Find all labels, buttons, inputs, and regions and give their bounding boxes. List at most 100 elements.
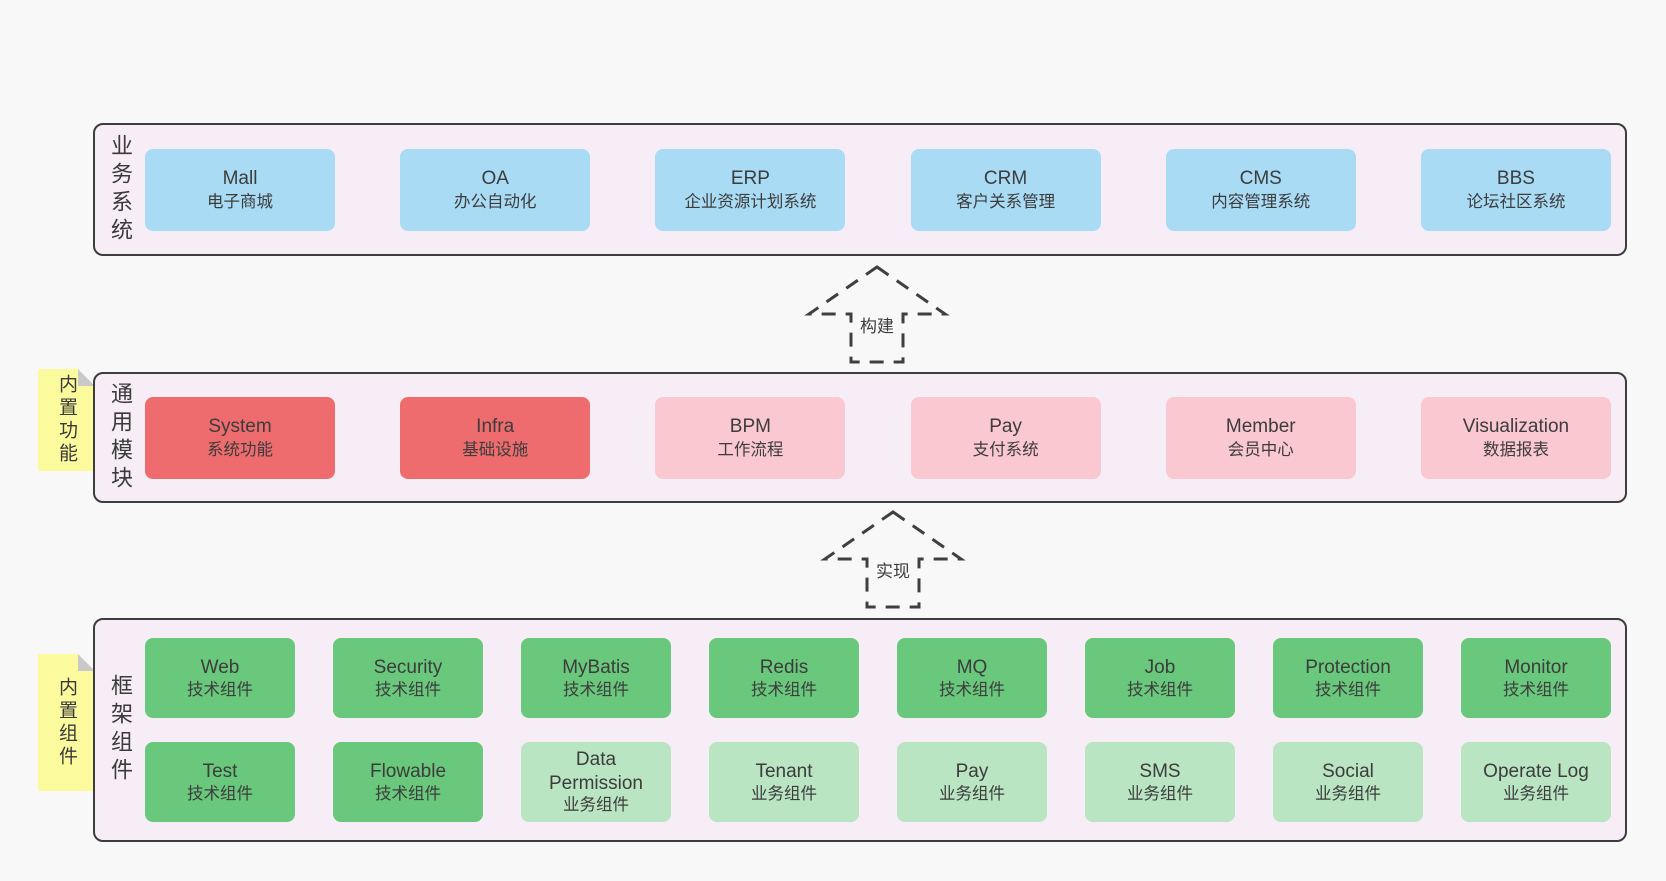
box-subtitle: 业务组件	[1315, 784, 1381, 803]
box-title: SMS	[1139, 760, 1181, 782]
box-title: Protection	[1305, 656, 1391, 678]
box-title: Monitor	[1504, 656, 1568, 678]
module-box-tenant: Tenant 业务组件	[709, 742, 859, 822]
module-box-pay: Pay 支付系统	[910, 396, 1101, 479]
box-subtitle: 业务组件	[751, 784, 817, 803]
band-side-label-business: 业务系统	[108, 133, 133, 246]
box-subtitle: 技术组件	[375, 680, 441, 699]
module-box-pay: Pay 业务组件	[897, 742, 1047, 822]
module-box-security: Security 技术组件	[333, 638, 483, 718]
module-box-oa: OA 办公自动化	[400, 148, 591, 231]
box-subtitle: 技术组件	[1127, 680, 1193, 699]
box-subtitle: 技术组件	[375, 784, 441, 803]
box-subtitle: 办公自动化	[453, 193, 537, 212]
box-title: BBS	[1496, 167, 1535, 189]
box-title: Web	[200, 656, 240, 678]
box-subtitle: 数据报表	[1482, 441, 1549, 460]
sticky-note-built-in-components: 内置组件	[38, 654, 95, 791]
dashed-up-arrow-icon	[820, 510, 966, 609]
box-title: Test	[202, 760, 238, 782]
module-box-crm: CRM 客户关系管理	[910, 148, 1101, 231]
box-title: Operate Log	[1483, 760, 1589, 782]
box-title: Security	[373, 656, 443, 678]
box-subtitle: 客户关系管理	[956, 193, 1056, 212]
module-box-mq: MQ 技术组件	[897, 638, 1047, 718]
module-box-job: Job 技术组件	[1085, 638, 1235, 718]
band-side-label-common: 通用模块	[108, 381, 133, 494]
box-subtitle: 内容管理系统	[1211, 193, 1311, 212]
box-title: System	[208, 415, 272, 437]
sticky-note-text: 内置功能	[56, 374, 77, 466]
box-title: MQ	[956, 656, 988, 678]
module-box-bbs: BBS 论坛社区系统	[1420, 148, 1611, 231]
module-box-protection: Protection 技术组件	[1273, 638, 1423, 718]
box-subtitle: 业务组件	[1503, 784, 1569, 803]
box-subtitle: 技术组件	[187, 680, 253, 699]
box-title: ERP	[730, 167, 770, 189]
module-box-data-permission: Data Permission 业务组件	[521, 742, 671, 822]
module-box-system: System 系统功能	[145, 396, 335, 479]
box-subtitle: 技术组件	[1503, 680, 1569, 699]
module-box-infra: Infra 基础设施	[400, 396, 591, 479]
box-subtitle: 工作流程	[717, 441, 784, 460]
box-subtitle: 会员中心	[1227, 441, 1294, 460]
sticky-note-built-in-features: 内置功能	[38, 369, 95, 471]
build-arrow-label: 构建	[857, 311, 897, 338]
box-title: Tenant	[755, 760, 813, 782]
build-arrow: 构建	[797, 257, 957, 372]
module-box-redis: Redis 技术组件	[709, 638, 859, 718]
module-box-mall: Mall 电子商城	[145, 148, 335, 231]
module-box-visualization: Visualization 数据报表	[1420, 396, 1611, 479]
box-subtitle: 基础设施	[462, 441, 529, 460]
box-title: Pay	[989, 415, 1022, 437]
box-title: Data Permission	[549, 748, 643, 794]
box-subtitle: 技术组件	[939, 680, 1005, 699]
box-subtitle: 业务组件	[563, 796, 629, 815]
box-subtitle: 系统功能	[207, 441, 273, 460]
box-subtitle: 企业资源计划系统	[684, 193, 817, 212]
implement-arrow-label: 实现	[873, 556, 913, 583]
module-box-sms: SMS 业务组件	[1085, 742, 1235, 822]
module-box-operate-log: Operate Log 业务组件	[1461, 742, 1611, 822]
box-subtitle: 业务组件	[939, 784, 1005, 803]
module-box-web: Web 技术组件	[145, 638, 295, 718]
module-box-test: Test 技术组件	[145, 742, 295, 822]
box-title: Infra	[476, 415, 515, 437]
dashed-up-arrow-icon	[804, 265, 950, 364]
box-subtitle: 技术组件	[563, 680, 629, 699]
box-subtitle: 论坛社区系统	[1466, 193, 1566, 212]
box-subtitle: 技术组件	[751, 680, 817, 699]
sticky-note-text: 内置组件	[56, 676, 77, 769]
box-title: Social	[1322, 760, 1374, 782]
box-title: Flowable	[369, 760, 447, 782]
box-title: Visualization	[1462, 415, 1570, 437]
module-box-monitor: Monitor 技术组件	[1461, 638, 1611, 718]
box-title: Job	[1144, 656, 1176, 678]
box-title: OA	[481, 167, 509, 189]
module-box-erp: ERP 企业资源计划系统	[655, 148, 846, 231]
box-subtitle: 电子商城	[207, 193, 273, 212]
module-box-social: Social 业务组件	[1273, 742, 1423, 822]
box-subtitle: 技术组件	[187, 784, 253, 803]
implement-arrow: 实现	[813, 502, 973, 617]
box-subtitle: 技术组件	[1315, 680, 1381, 699]
module-box-flowable: Flowable 技术组件	[333, 742, 483, 822]
box-title: CRM	[983, 167, 1028, 189]
band-business-systems: 业务系统 Mall 电子商城 OA 办公自动化 ERP 企业资源计划系统 CRM 客户关系管理…	[93, 123, 1627, 256]
box-subtitle: 支付系统	[972, 441, 1039, 460]
box-title: Mall	[222, 167, 258, 189]
box-subtitle: 业务组件	[1127, 784, 1193, 803]
box-title: Redis	[759, 656, 809, 678]
box-title: Pay	[955, 760, 989, 782]
